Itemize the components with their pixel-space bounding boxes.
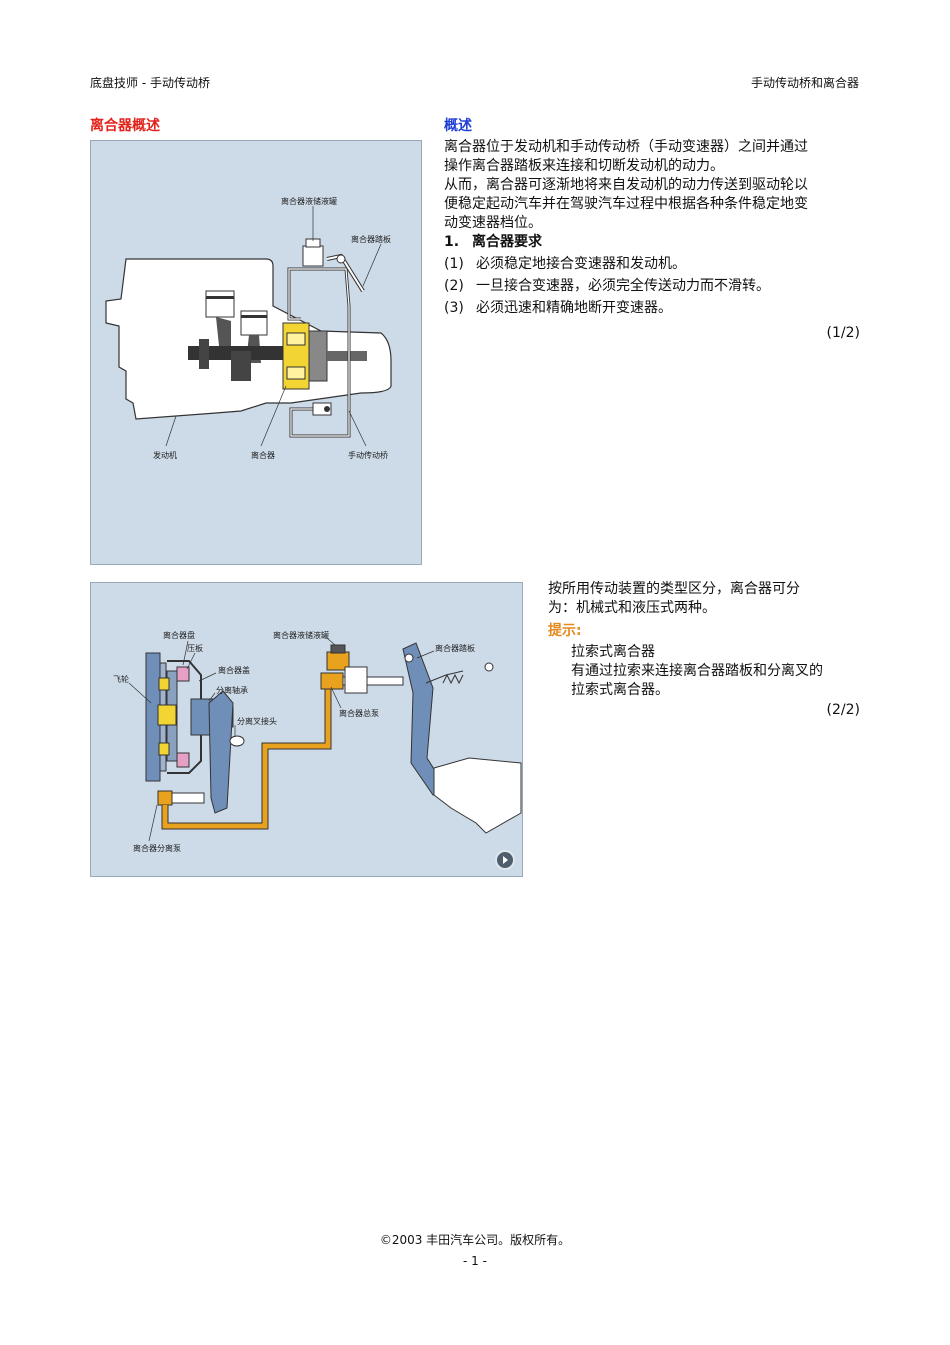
label-fork: 分离叉接头	[237, 716, 277, 726]
label-pressure-plate: 压板	[187, 643, 203, 653]
next-button[interactable]	[495, 850, 515, 870]
play-icon	[503, 856, 508, 864]
list-item: (1) 必须稳定地接合变速器和发动机。	[444, 255, 864, 274]
header-left: 底盘技师 - 手动传动桥	[90, 76, 210, 90]
hydraulic-clutch-figure: 离合器盘 压板 离合器盖 飞轮 分离轴承 分离叉接头 离合器液储液罐 离合器总泵…	[90, 582, 523, 877]
hint-subtitle: 拉索式离合器	[571, 644, 655, 660]
list-item: (2) 一旦接合变速器，必须完全传送动力而不滑转。	[444, 277, 864, 296]
label-release-cylinder: 离合器分离泵	[133, 843, 181, 853]
requirements-heading: 1. 离合器要求	[444, 233, 864, 252]
item-number: (2)	[444, 278, 464, 294]
item-number: (3)	[444, 300, 464, 316]
requirements-title: 离合器要求	[472, 234, 542, 250]
label-engine: 发动机	[153, 450, 177, 460]
para2-line3: 动变速器档位。	[444, 215, 542, 231]
item-text: 一旦接合变速器，必须完全传送动力而不滑转。	[476, 278, 770, 294]
label-pedal: 离合器踏板	[351, 234, 391, 244]
header-right: 手动传动桥和离合器	[750, 76, 859, 90]
list-item: (3) 必须迅速和精确地断开变速器。	[444, 299, 864, 318]
label-release-bearing: 分离轴承	[216, 685, 248, 695]
label-cover: 离合器盖	[218, 665, 250, 675]
hint-title: 提示:	[548, 623, 582, 639]
para1-line1: 离合器位于发动机和手动传动桥（手动变速器）之间并通过	[444, 139, 808, 155]
hint-body: 拉索式离合器 有通过拉索来连接离合器踏板和分离叉的 拉索式离合器。	[548, 643, 868, 700]
clutch-overview-figure: 离合器液储液罐 离合器踏板 发动机 离合器 手动传动桥	[90, 140, 422, 565]
page-indicator-2: (2/2)	[826, 702, 860, 718]
types-line1: 按所用传动装置的类型区分，离合器可分	[548, 581, 800, 597]
para1-line2: 操作离合器踏板来连接和切断发动机的动力。	[444, 158, 724, 174]
label-flywheel: 飞轮	[113, 674, 129, 684]
clutch-overview-diagram: 离合器液储液罐 离合器踏板 发动机 离合器 手动传动桥	[105, 196, 392, 460]
label-pedal-2: 离合器踏板	[435, 643, 475, 653]
types-line2: 为：机械式和液压式两种。	[548, 600, 716, 616]
para2-line1: 从而，离合器可逐渐地将来自发动机的动力传送到驱动轮以	[444, 177, 808, 193]
label-transaxle: 手动传动桥	[348, 450, 388, 460]
item-text: 必须迅速和精确地断开变速器。	[476, 300, 672, 316]
overview-text: 离合器位于发动机和手动传动桥（手动变速器）之间并通过 操作离合器踏板来连接和切断…	[444, 138, 864, 318]
label-reservoir: 离合器液储液罐	[281, 196, 337, 206]
hint-line1: 有通过拉索来连接离合器踏板和分离叉的	[571, 663, 823, 679]
copyright: ©2003 丰田汽车公司。版权所有。	[379, 1233, 571, 1247]
item-text: 必须稳定地接合变速器和发动机。	[476, 256, 686, 272]
requirements-number: 1.	[444, 234, 460, 250]
para2-line2: 便稳定起动汽车并在驾驶汽车过程中根据各种条件稳定地变	[444, 196, 808, 212]
text-title: 概述	[444, 118, 472, 134]
page-number: - 1 -	[463, 1254, 487, 1268]
label-clutch: 离合器	[251, 450, 275, 460]
hint-line2: 拉索式离合器。	[571, 682, 669, 698]
page-indicator-1: (1/2)	[826, 325, 860, 341]
label-reservoir-2: 离合器液储液罐	[273, 630, 329, 640]
figure-title: 离合器概述	[90, 118, 160, 134]
hydraulic-clutch-diagram: 离合器盘 压板 离合器盖 飞轮 分离轴承 分离叉接头 离合器液储液罐 离合器总泵…	[113, 630, 522, 853]
label-disc: 离合器盘	[163, 630, 195, 640]
types-text: 按所用传动装置的类型区分，离合器可分 为：机械式和液压式两种。 提示: 拉索式离…	[548, 580, 868, 700]
item-number: (1)	[444, 256, 464, 272]
label-master: 离合器总泵	[339, 708, 379, 718]
